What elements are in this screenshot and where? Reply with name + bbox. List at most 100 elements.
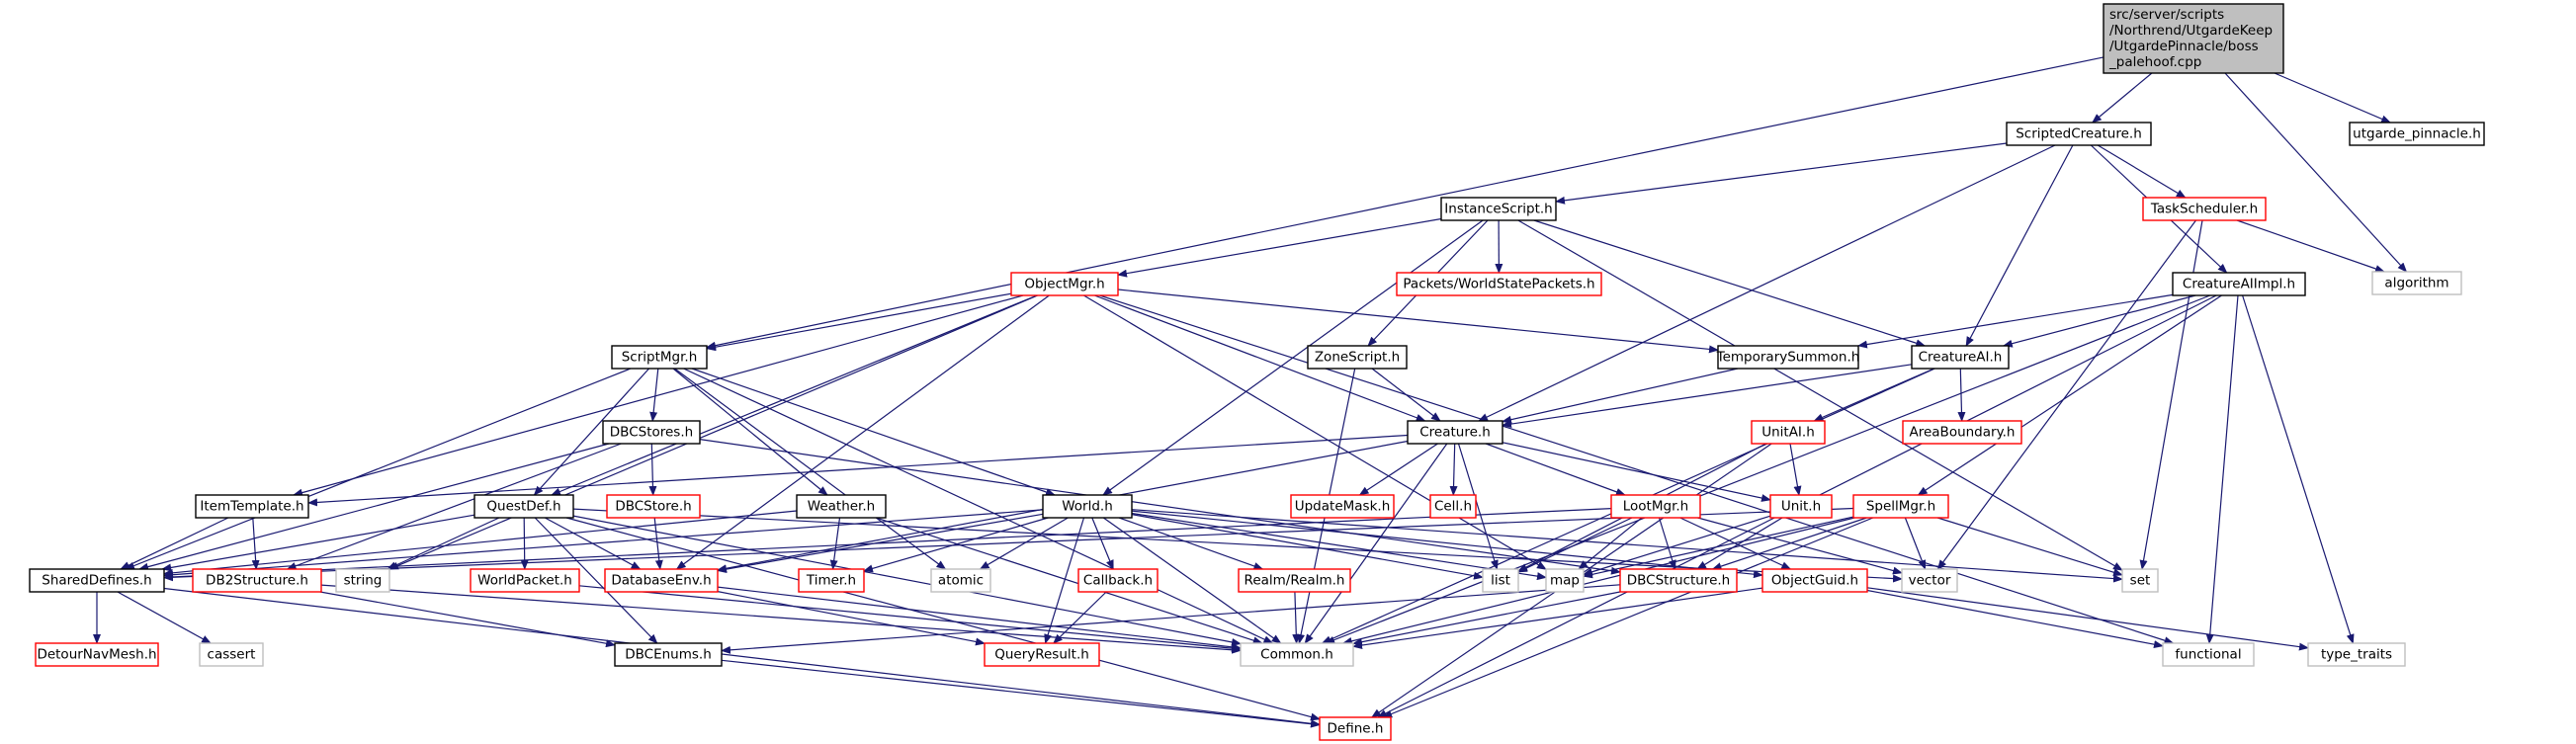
node-box-cell[interactable] [1429,494,1477,519]
node-vector[interactable]: vector [1901,568,1958,593]
node-box-utgarde_pinnacle[interactable] [2349,122,2485,146]
node-box-shareddefines[interactable] [29,568,165,593]
node-box-creatureai[interactable] [1911,345,2010,370]
node-scriptedcreature[interactable]: ScriptedCreature.h [2006,122,2152,146]
node-questdef[interactable]: QuestDef.h [473,494,574,519]
node-box-creatureaiimpl[interactable] [2172,272,2306,296]
node-box-lootmgr[interactable] [1610,494,1701,519]
node-box-common[interactable] [1240,642,1354,667]
node-worldpacket[interactable]: WorldPacket.h [470,568,580,593]
node-timer[interactable]: Timer.h [798,568,865,593]
node-box-zonescript[interactable] [1307,345,1408,370]
node-box-creature[interactable] [1407,420,1503,445]
node-dbcstores[interactable]: DBCStores.h [602,420,701,445]
node-box-worldpacket[interactable] [470,568,580,593]
node-box-spellmgr[interactable] [1852,494,1949,519]
node-box-unitai[interactable] [1751,420,1826,445]
node-box-dbcenums[interactable] [614,642,723,667]
node-world[interactable]: World.h [1042,494,1133,519]
node-realm[interactable]: Realm/Realm.h [1238,568,1351,593]
node-box-unit[interactable] [1769,494,1833,519]
node-temporarysummon[interactable]: TemporarySummon.h [1716,345,1860,370]
node-box-taskscheduler[interactable] [2142,197,2267,221]
node-dbcstructure[interactable]: DBCStructure.h [1619,568,1738,593]
node-box-root[interactable] [2103,3,2284,74]
node-box-set[interactable] [2121,568,2159,593]
node-box-scriptmgr[interactable] [611,345,708,370]
node-box-instancescript[interactable] [1440,197,1557,221]
node-box-string[interactable] [335,568,390,593]
node-set[interactable]: set [2121,568,2159,593]
node-box-weather[interactable] [796,494,887,519]
node-updatemask[interactable]: UpdateMask.h [1290,494,1395,519]
node-box-algorithm[interactable] [2371,271,2462,295]
node-dbcstore[interactable]: DBCStore.h [606,494,701,519]
node-cassert[interactable]: cassert [199,642,264,667]
node-spellmgr[interactable]: SpellMgr.h [1852,494,1949,519]
node-box-atomic[interactable] [930,568,991,593]
node-box-areaboundary[interactable] [1902,420,2022,445]
node-box-packets[interactable] [1396,272,1602,296]
node-box-functional[interactable] [2162,642,2255,667]
node-shareddefines[interactable]: SharedDefines.h [29,568,165,593]
node-box-objectmgr[interactable] [1010,272,1119,296]
node-box-define[interactable] [1319,716,1392,741]
node-creatureaiimpl[interactable]: CreatureAIImpl.h [2172,272,2306,296]
node-box-world[interactable] [1042,494,1133,519]
node-queryresult[interactable]: QueryResult.h [984,642,1100,667]
node-box-cassert[interactable] [199,642,264,667]
node-databaseenv[interactable]: DatabaseEnv.h [604,568,719,593]
node-box-updatemask[interactable] [1290,494,1395,519]
node-common[interactable]: Common.h [1240,642,1354,667]
node-creature[interactable]: Creature.h [1407,420,1503,445]
node-callback[interactable]: Callback.h [1077,568,1159,593]
node-packets[interactable]: Packets/WorldStatePackets.h [1396,272,1602,296]
node-box-realm[interactable] [1238,568,1351,593]
node-box-type_traits[interactable] [2307,642,2406,667]
node-box-databaseenv[interactable] [604,568,719,593]
node-box-dbcstores[interactable] [602,420,701,445]
node-box-scriptedcreature[interactable] [2006,122,2152,146]
node-itemtemplate[interactable]: ItemTemplate.h [195,494,309,519]
node-box-queryresult[interactable] [984,642,1100,667]
node-algorithm[interactable]: algorithm [2371,271,2462,295]
node-db2structure[interactable]: DB2Structure.h [192,568,322,593]
node-areaboundary[interactable]: AreaBoundary.h [1902,420,2022,445]
node-box-callback[interactable] [1077,568,1159,593]
node-lootmgr[interactable]: LootMgr.h [1610,494,1701,519]
node-box-timer[interactable] [798,568,865,593]
node-zonescript[interactable]: ZoneScript.h [1307,345,1408,370]
node-objectmgr[interactable]: ObjectMgr.h [1010,272,1119,296]
node-box-map[interactable] [1545,568,1585,593]
node-box-itemtemplate[interactable] [195,494,309,519]
node-list[interactable]: list [1482,568,1519,593]
node-box-vector[interactable] [1901,568,1958,593]
node-string[interactable]: string [335,568,390,593]
node-box-detournavmesh[interactable] [35,642,159,667]
node-box-questdef[interactable] [473,494,574,519]
node-atomic[interactable]: atomic [930,568,991,593]
node-define[interactable]: Define.h [1319,716,1392,741]
node-detournavmesh[interactable]: DetourNavMesh.h [35,642,159,667]
node-box-objectguid[interactable] [1761,568,1868,593]
node-root[interactable]: src/server/scripts/Northrend/UtgardeKeep… [2103,3,2284,74]
node-weather[interactable]: Weather.h [796,494,887,519]
node-taskscheduler[interactable]: TaskScheduler.h [2142,197,2267,221]
node-box-db2structure[interactable] [192,568,322,593]
node-functional[interactable]: functional [2162,642,2255,667]
node-box-dbcstore[interactable] [606,494,701,519]
node-type_traits[interactable]: type_traits [2307,642,2406,667]
node-scriptmgr[interactable]: ScriptMgr.h [611,345,708,370]
node-box-dbcstructure[interactable] [1619,568,1738,593]
node-unit[interactable]: Unit.h [1769,494,1833,519]
node-box-list[interactable] [1482,568,1519,593]
node-dbcenums[interactable]: DBCEnums.h [614,642,723,667]
node-instancescript[interactable]: InstanceScript.h [1440,197,1557,221]
node-objectguid[interactable]: ObjectGuid.h [1761,568,1868,593]
node-box-temporarysummon[interactable] [1717,345,1859,370]
node-unitai[interactable]: UnitAI.h [1751,420,1826,445]
node-map[interactable]: map [1545,568,1585,593]
node-cell[interactable]: Cell.h [1429,494,1477,519]
node-utgarde_pinnacle[interactable]: utgarde_pinnacle.h [2349,122,2485,146]
node-creatureai[interactable]: CreatureAI.h [1911,345,2010,370]
